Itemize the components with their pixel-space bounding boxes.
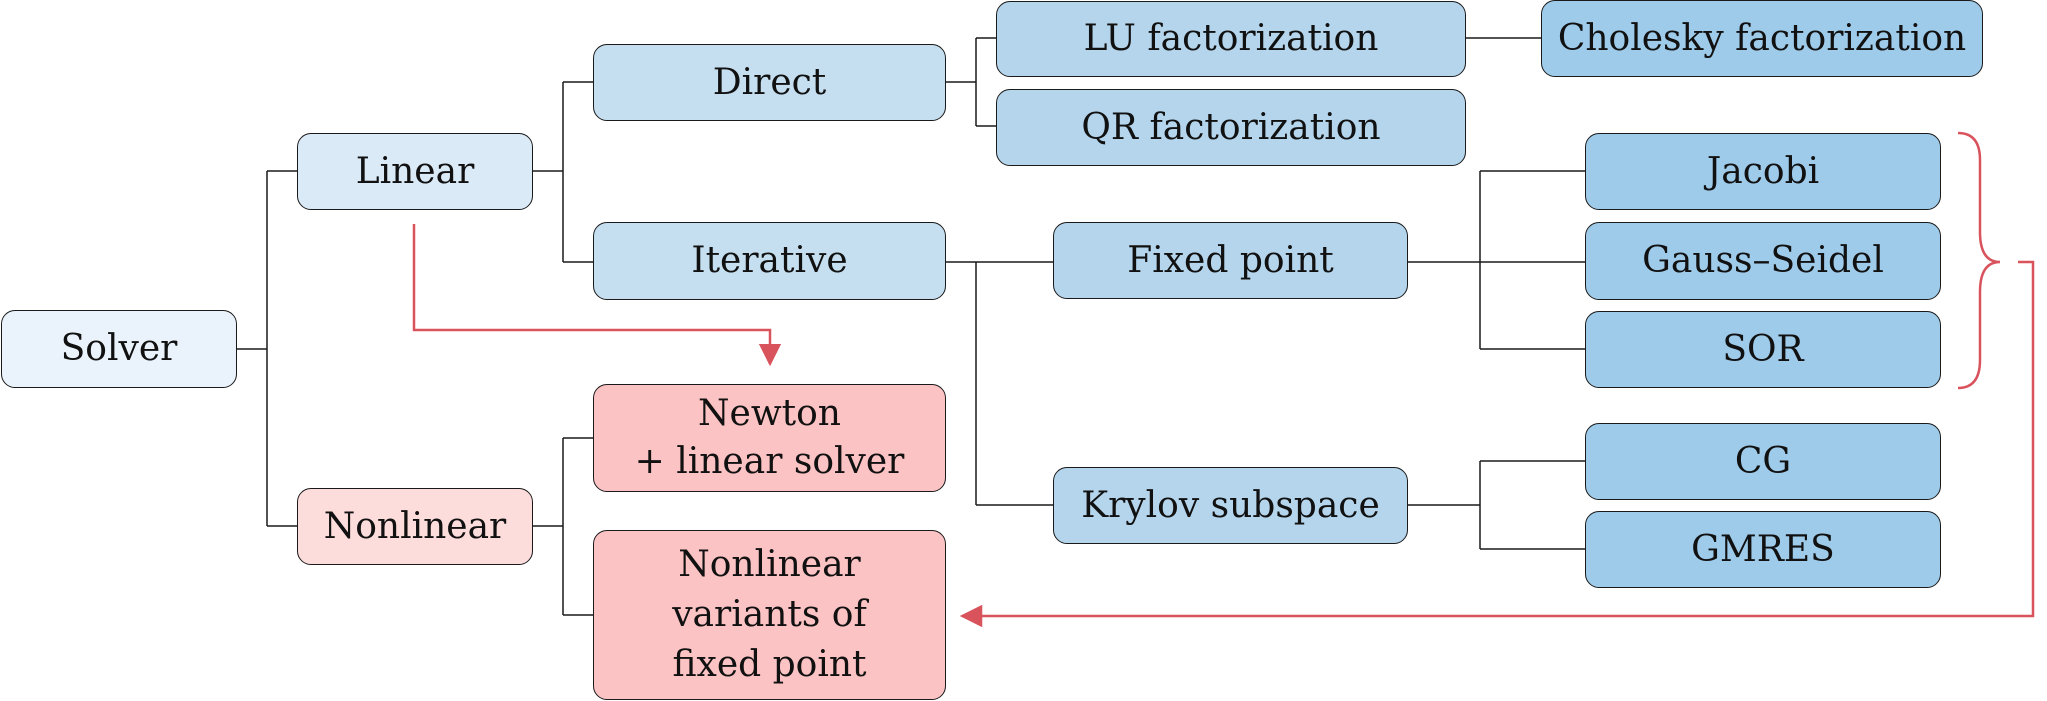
node-solver: Solver — [1, 310, 237, 388]
brace-stationary-methods — [1957, 131, 2001, 390]
node-lu-factorization: LU factorization — [996, 1, 1466, 77]
connector-linear-children — [533, 81, 593, 263]
connector-direct-children — [946, 37, 996, 127]
node-direct: Direct — [593, 44, 946, 121]
node-cholesky-factorization: Cholesky factorization — [1541, 0, 1983, 77]
node-qr-factorization: QR factorization — [996, 89, 1466, 166]
connector-fixed-point-children — [1408, 170, 1585, 350]
arrow-fixed-point-to-nonlinear-variants — [959, 260, 2035, 628]
connector-nonlinear-children — [533, 437, 593, 616]
tree-connectors — [237, 37, 1585, 616]
node-linear: Linear — [297, 133, 533, 210]
node-iterative: Iterative — [593, 222, 946, 300]
node-krylov-subspace: Krylov subspace — [1053, 467, 1408, 544]
node-jacobi: Jacobi — [1585, 133, 1941, 210]
connector-solver-children — [237, 170, 297, 527]
arrow-linear-to-newton — [412, 224, 782, 367]
node-newton-linear-solver: Newton + linear solver — [593, 384, 946, 492]
connector-krylov-children — [1408, 460, 1585, 550]
relationship-arrows — [412, 131, 2035, 628]
node-gmres: GMRES — [1585, 511, 1941, 588]
node-nonlinear-variants-fixed-point: Nonlinear variants of fixed point — [593, 530, 946, 700]
connector-iterative-children — [946, 261, 1053, 506]
node-gauss-seidel: Gauss–Seidel — [1585, 222, 1941, 300]
node-fixed-point: Fixed point — [1053, 222, 1408, 299]
node-cg: CG — [1585, 423, 1941, 500]
node-nonlinear: Nonlinear — [297, 488, 533, 565]
node-sor: SOR — [1585, 311, 1941, 388]
